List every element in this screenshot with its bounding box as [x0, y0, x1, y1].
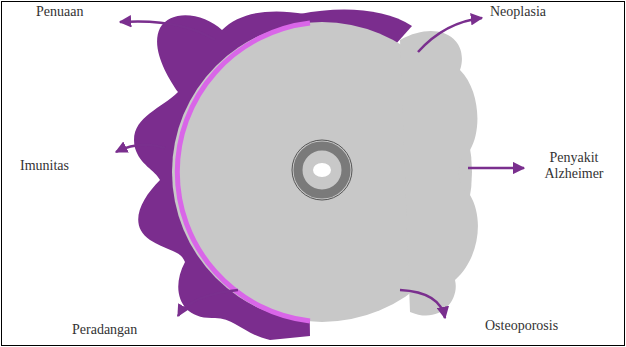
label-text: Peradangan [72, 322, 137, 338]
label-text: Osteoporosis [485, 318, 558, 334]
leader-arrow [400, 290, 445, 318]
nucleolus [313, 163, 331, 177]
membrane-ring [177, 23, 310, 321]
label-text: Penuaan [36, 4, 83, 20]
leader-arrow [120, 21, 215, 40]
label-text: Penyakit Alzheimer [530, 150, 618, 182]
nucleus-outline [292, 140, 352, 200]
nucleus-ring [298, 146, 346, 194]
leader-arrow [468, 167, 524, 170]
leader-arrow [116, 145, 165, 152]
leader-arrow [178, 290, 238, 316]
cytoplasm-lobes [400, 31, 478, 316]
leader-arrow [418, 18, 482, 52]
label-text: Imunitas [20, 158, 69, 174]
label-text: Neoplasia [490, 4, 546, 20]
